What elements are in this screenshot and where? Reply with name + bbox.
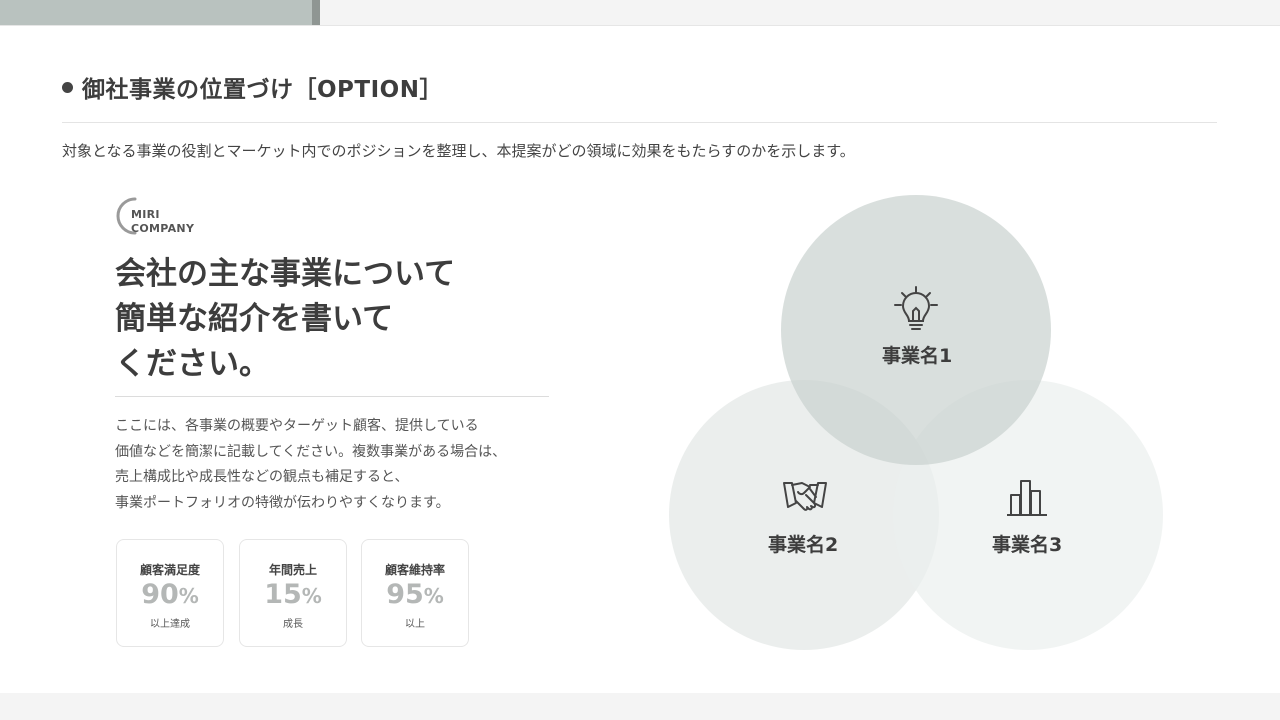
stat-card-sales: 年間売上 15% 成長 xyxy=(239,539,347,647)
body-line: 事業ポートフォリオの特徴が伝わりやすくなります。 xyxy=(115,494,450,511)
headline-line: 簡単な紹介を書いて xyxy=(115,301,394,337)
stat-card-satisfaction: 顧客満足度 90% 以上達成 xyxy=(116,539,224,647)
page-title: 御社事業の位置づけ［OPTION］ xyxy=(82,77,443,103)
logo-arc-icon xyxy=(116,197,137,235)
stat-note: 成長 xyxy=(283,619,303,630)
company-logo: MIRI COMPANY xyxy=(115,196,205,238)
body-line: 売上構成比や成長性などの観点も補足すると、 xyxy=(115,469,409,485)
venn-diagram: 事業名1 事業名2 事業名3 xyxy=(640,180,1200,660)
stat-note: 以上達成 xyxy=(150,619,190,630)
handshake-icon xyxy=(783,482,827,511)
stat-card-retention: 顧客維持率 95% 以上 xyxy=(361,539,469,647)
body-line: ここには、各事業の概要やターゲット顧客、提供している xyxy=(115,418,479,434)
venn-label-3: 事業名3 xyxy=(992,534,1063,556)
body-text: ここには、各事業の概要やターゲット顧客、提供している 価値などを簡潔に記載してく… xyxy=(115,414,555,516)
headline: 会社の主な事業について 簡単な紹介を書いて ください。 xyxy=(115,252,535,387)
stat-label: 年間売上 xyxy=(268,563,317,577)
headline-line: ください。 xyxy=(115,346,270,382)
lightbulb-icon xyxy=(894,286,938,330)
stat-label: 顧客維持率 xyxy=(384,563,445,577)
logo-text-line2: COMPANY xyxy=(131,222,195,235)
stat-value: 90% xyxy=(141,579,199,610)
header-divider xyxy=(62,122,1217,123)
section-title: 御社事業の位置づけ［OPTION］ xyxy=(62,70,443,104)
top-bar-accent-edge xyxy=(312,0,320,25)
venn-label-1: 事業名1 xyxy=(882,345,953,367)
body-line: 価値などを簡潔に記載してください。複数事業がある場合は、 xyxy=(115,443,507,460)
stat-value: 15% xyxy=(264,579,322,610)
headline-divider xyxy=(115,396,549,397)
stat-label: 顧客満足度 xyxy=(139,563,200,577)
top-bar-accent xyxy=(0,0,312,25)
footer-bar xyxy=(0,693,1280,720)
stat-note: 以上 xyxy=(405,619,425,630)
venn-label-2: 事業名2 xyxy=(768,534,839,556)
bullet-icon xyxy=(62,81,73,93)
bar-chart-icon xyxy=(1007,480,1047,516)
headline-line: 会社の主な事業について xyxy=(115,256,456,292)
logo-text-line1: MIRI xyxy=(131,208,160,221)
top-bar xyxy=(0,0,1280,26)
stat-value: 95% xyxy=(386,579,444,610)
page-description: 対象となる事業の役割とマーケット内でのポジションを整理し、本提案がどの領域に効果… xyxy=(62,142,855,160)
